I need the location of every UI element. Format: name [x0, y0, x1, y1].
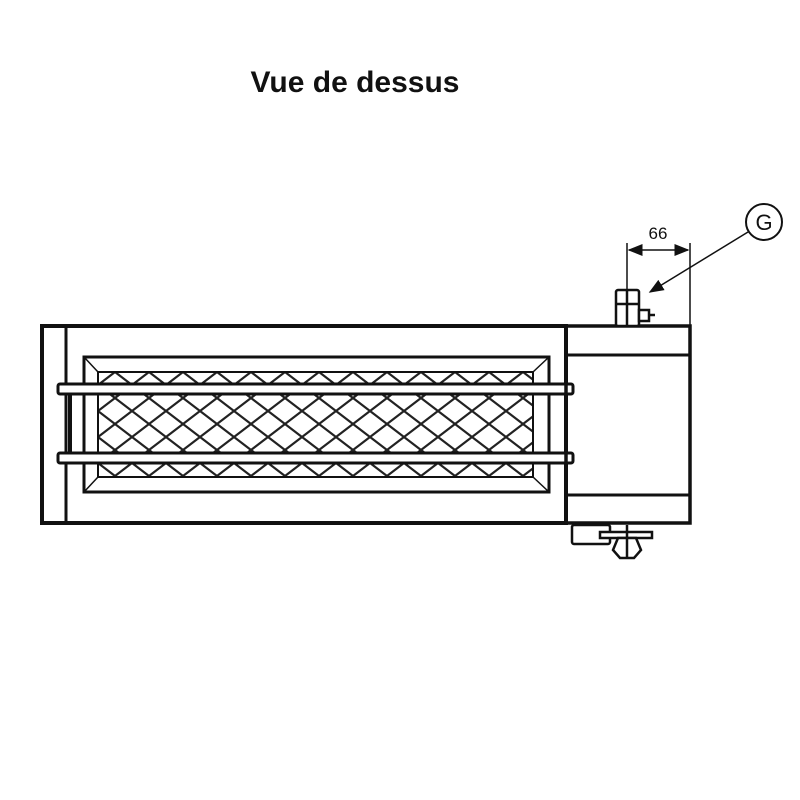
callout-g — [648, 203, 783, 293]
connection-box — [564, 324, 692, 525]
callout-label: G — [755, 210, 772, 235]
grille-rails — [56, 382, 575, 465]
gas-fitting — [614, 288, 655, 328]
grille-frame — [82, 355, 551, 494]
dimension-66 — [626, 243, 691, 326]
view-title: Vue de dessus — [250, 66, 460, 99]
bottom-fittings — [570, 523, 654, 560]
dimension-value: 66 — [649, 224, 668, 243]
